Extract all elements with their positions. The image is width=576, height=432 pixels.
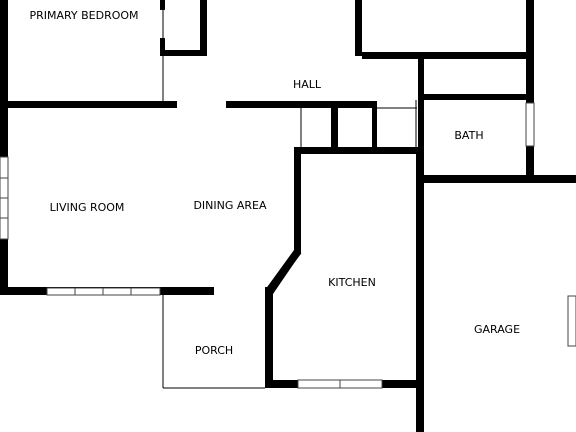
label-dining-area: DINING AREA [193,199,267,212]
window-kitchen-south [297,379,383,389]
label-hall: HALL [293,78,322,91]
label-porch: PORCH [195,344,233,357]
interior-walls [5,0,526,253]
label-bath: BATH [454,129,483,142]
label-living-room: LIVING ROOM [50,201,125,214]
label-primary-bedroom: PRIMARY BEDROOM [29,9,138,22]
window-bath-east [525,102,535,147]
window-garage-east [567,295,576,347]
angled-kitchen-wall [265,250,302,294]
room-labels: PRIMARY BEDROOM HALL BATH LIVING ROOM DI… [29,9,520,357]
window-living-room-west [0,156,9,240]
label-kitchen: KITCHEN [328,276,376,289]
thin-lines [162,10,421,389]
label-garage: GARAGE [474,323,520,336]
window-living-room-south [46,287,161,296]
